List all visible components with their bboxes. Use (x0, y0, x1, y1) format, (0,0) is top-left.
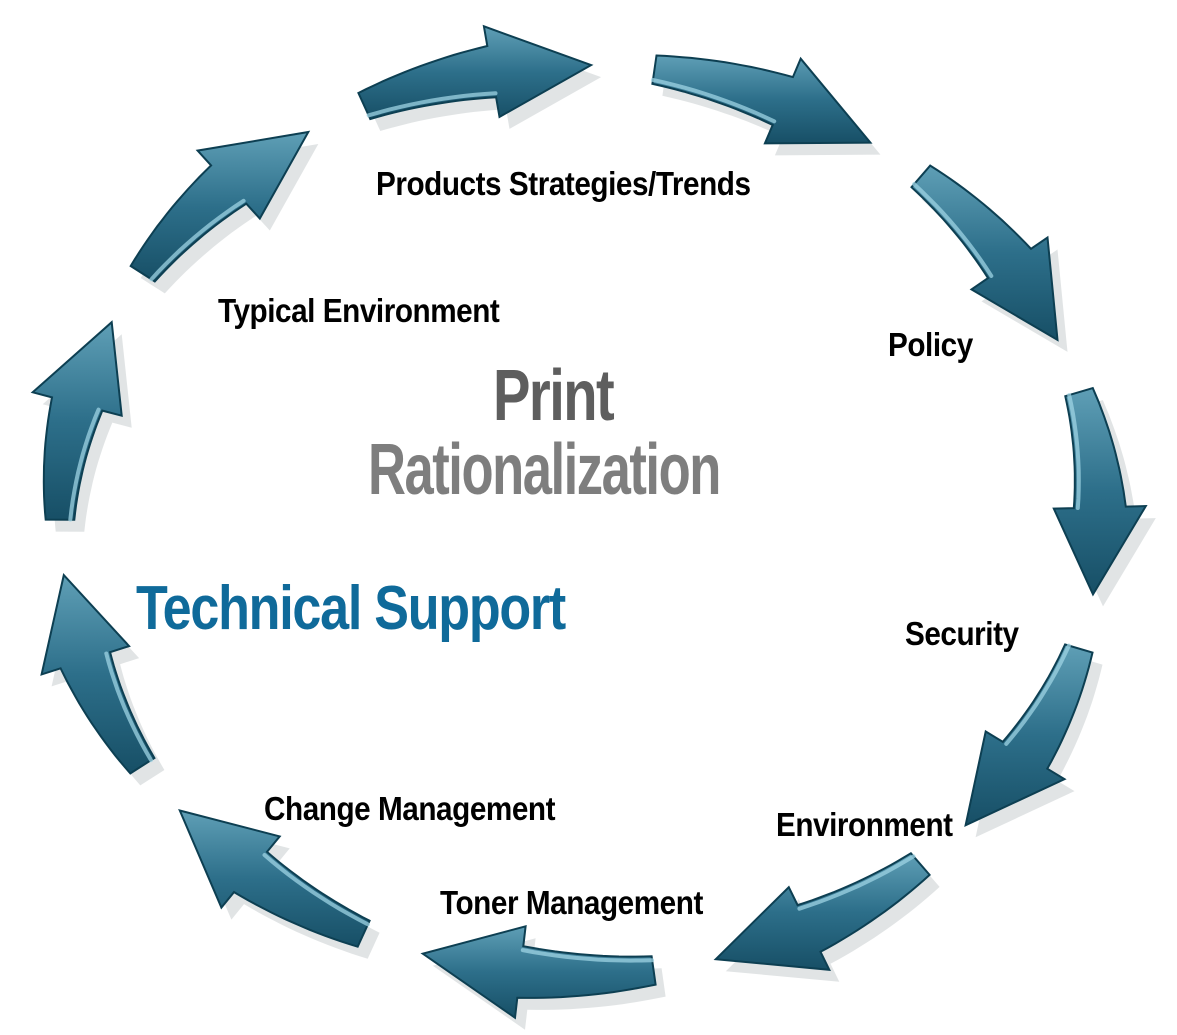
arrow-highlight (262, 853, 370, 927)
curved-arrow-icon (30, 320, 123, 521)
curved-arrow-icon (910, 164, 1059, 342)
curved-arrow-icon (40, 573, 156, 775)
arrow-highlight (68, 407, 101, 522)
curved-arrow-icon (178, 809, 371, 948)
arrow-highlight (520, 948, 655, 963)
arrow-highlight (650, 77, 777, 124)
label-security: Security (905, 615, 1019, 652)
curved-arrow-icon (420, 924, 657, 1020)
label-typical-environment: Typical Environment (218, 292, 500, 329)
arrow-highlight (1004, 643, 1071, 746)
label-toner-management: Toner Management (440, 884, 703, 921)
label-change-management: Change Management (264, 790, 556, 827)
curved-arrow-icon (357, 24, 594, 121)
label-environment: Environment (776, 806, 953, 843)
curved-arrow-icon (651, 54, 873, 145)
curved-arrow-icon (129, 130, 311, 283)
arrow-highlight (1067, 393, 1081, 510)
cycle-arrows (30, 24, 1156, 1030)
arrow-highlight (912, 182, 994, 278)
arrow-highlight (104, 651, 153, 763)
label-policy: Policy (888, 326, 973, 363)
arrow-highlight (366, 91, 498, 118)
curved-arrow-icon (1052, 386, 1148, 597)
arrow-highlight (149, 198, 246, 282)
curved-arrow-icon (713, 852, 931, 971)
arrow-highlight (797, 854, 916, 911)
title-rationalization: Rationalization (368, 430, 721, 510)
label-products-strategies: Products Strategies/Trends (376, 165, 751, 202)
technical-support-heading: Technical Support (136, 574, 566, 643)
curved-arrow-icon (964, 643, 1094, 828)
title-print: Print (493, 356, 615, 436)
